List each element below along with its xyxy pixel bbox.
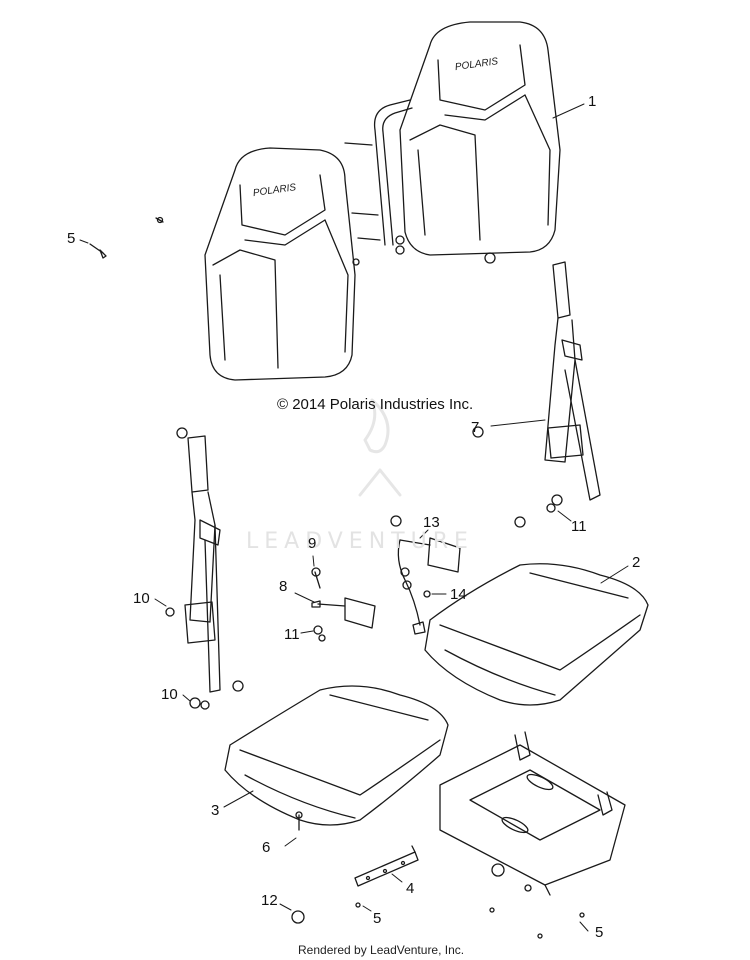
callout-10-upper: 10 (133, 590, 150, 607)
copyright-notice: © 2014 Polaris Industries Inc. (277, 396, 474, 413)
seat-back-front: POLARIS (155, 147, 356, 381)
seat-belt-left (165, 427, 244, 710)
seat-back-rear: POLARIS (399, 21, 561, 256)
seat-base-plate (439, 731, 626, 939)
callout-7: 7 (471, 419, 480, 436)
callout-11-left: 11 (284, 626, 300, 643)
callout-10-lower: 10 (161, 686, 178, 703)
seat-frame-tube (344, 99, 496, 266)
footer-credit: Rendered by LeadVenture, Inc. (298, 943, 465, 957)
callout-11-right: 11 (571, 518, 587, 535)
seat-bottom-right (424, 563, 649, 706)
seat-bracket-4 (354, 845, 419, 887)
buckle-8 (311, 567, 376, 642)
callout-3: 3 (211, 802, 220, 819)
callout-1: 1 (588, 93, 597, 110)
screw-5-left (89, 243, 107, 259)
callout-9: 9 (308, 535, 317, 552)
seat-belt-right (472, 261, 601, 528)
callout-6: 6 (262, 839, 271, 856)
callout-2: 2 (632, 554, 641, 571)
callout-5-right: 5 (595, 924, 604, 941)
callout-5-bottom: 5 (373, 910, 382, 927)
callout-14: 14 (450, 586, 467, 603)
watermark-logo (358, 398, 402, 497)
hardware-fasteners (291, 811, 361, 924)
callout-4: 4 (406, 880, 415, 897)
watermark-text: LEADVENTURE (246, 529, 474, 554)
buckle-harness-13 (390, 515, 461, 635)
callout-5-left: 5 (67, 230, 76, 247)
callout-8: 8 (279, 578, 288, 595)
seat-bottom-left (224, 685, 449, 826)
seat-brand-logo-front: POLARIS (252, 182, 297, 199)
callout-12: 12 (261, 892, 278, 909)
seat-brand-logo-rear: POLARIS (454, 56, 499, 73)
leader-lines (79, 103, 629, 932)
callout-13: 13 (423, 514, 440, 531)
